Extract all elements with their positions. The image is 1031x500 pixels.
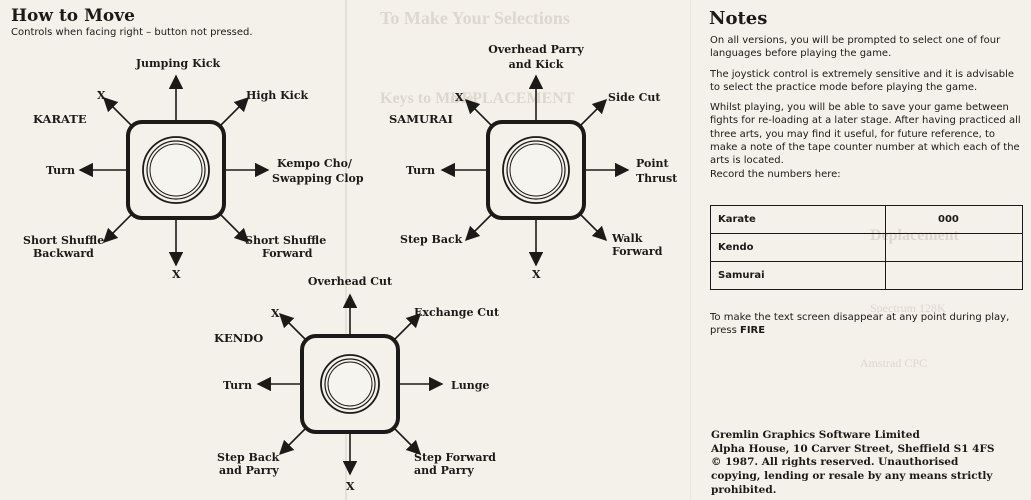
kendo-joystick-diagram: KENDO Overhead Cut X Exchange Cut Turn L… bbox=[214, 275, 500, 493]
table-row: Karate 000 bbox=[710, 205, 1023, 234]
counter-cell bbox=[885, 233, 1023, 262]
notes-paragraph: The joystick control is extremely sensit… bbox=[710, 68, 1015, 93]
credits-line: Alpha House, 10 Carver Street, Sheffield… bbox=[711, 442, 995, 455]
show-through-text: Keys to Move bbox=[380, 90, 474, 107]
samurai-right-move: Point bbox=[636, 157, 669, 170]
counter-cell: 000 bbox=[885, 205, 1023, 234]
tape-counter-table: Karate 000 Kendo Samurai bbox=[710, 205, 1023, 290]
kendo-downright-move: Step Forward bbox=[414, 451, 496, 464]
samurai-downleft-move: Step Back bbox=[400, 233, 463, 246]
art-name-cell: Samurai bbox=[710, 261, 886, 290]
karate-down-move: X bbox=[172, 268, 181, 281]
samurai-downright-move: Walk bbox=[611, 232, 643, 245]
karate-up-move: Jumping Kick bbox=[135, 57, 221, 70]
table-row: Samurai bbox=[710, 261, 1023, 290]
karate-upright-move: High Kick bbox=[246, 89, 309, 102]
karate-downleft-move: Short Shuffle bbox=[23, 234, 104, 247]
karate-joystick-diagram: KARATE Jumping Kick X High Kick Turn Kem… bbox=[23, 57, 364, 281]
fire-key: FIRE bbox=[740, 325, 766, 337]
samurai-downright-move: Forward bbox=[612, 245, 663, 258]
kendo-label: KENDO bbox=[214, 331, 263, 345]
samurai-left-move: Turn bbox=[406, 164, 435, 177]
kendo-downright-move: and Parry bbox=[414, 464, 474, 477]
publisher-credits: Gremlin Graphics Software Limited Alpha … bbox=[711, 429, 1026, 497]
karate-label: KARATE bbox=[33, 112, 87, 126]
credits-line: © 1987. All rights reserved. Unauthorise… bbox=[711, 456, 959, 469]
kendo-upright-move: Exchange Cut bbox=[414, 306, 500, 319]
art-name-cell: Kendo bbox=[710, 233, 886, 262]
karate-downleft-move: Backward bbox=[33, 247, 94, 260]
art-name-cell: Karate bbox=[710, 205, 886, 234]
karate-downright-move: Forward bbox=[262, 247, 313, 260]
karate-upleft-move: X bbox=[97, 89, 106, 102]
karate-right-move: Kempo Cho/ bbox=[277, 157, 353, 170]
page-subtitle: Controls when facing right – button not … bbox=[11, 27, 253, 38]
samurai-up-move: and Kick bbox=[509, 58, 564, 71]
karate-right-move: Swapping Clop bbox=[272, 172, 364, 185]
credits-line: Gremlin Graphics Software Limited bbox=[711, 429, 920, 441]
samurai-right-move: Thrust bbox=[636, 172, 678, 185]
notes-paragraph: On all versions, you will be prompted to… bbox=[710, 35, 1001, 60]
samurai-down-move: X bbox=[532, 268, 541, 281]
samurai-upleft-move: X bbox=[455, 91, 464, 104]
table-row: Kendo bbox=[710, 233, 1023, 262]
samurai-up-move: Overhead Parry bbox=[488, 43, 584, 56]
page-fold bbox=[690, 0, 691, 500]
show-through-text: Amstrad CPC bbox=[860, 356, 928, 370]
kendo-downleft-move: Step Back bbox=[217, 451, 280, 464]
kendo-up-move: Overhead Cut bbox=[308, 275, 393, 288]
samurai-joystick-diagram: SAMURAI Overhead Parry and Kick X Side C… bbox=[389, 43, 678, 281]
show-through-text: DEPLACEMENT bbox=[450, 90, 575, 107]
credits-line: copying, lending or resale by any means … bbox=[711, 469, 993, 482]
samurai-upright-move: Side Cut bbox=[608, 91, 661, 104]
kendo-right-move: Lunge bbox=[451, 379, 489, 392]
karate-left-move: Turn bbox=[46, 164, 75, 177]
samurai-label: SAMURAI bbox=[389, 112, 453, 126]
show-through-text: To Make Your Selections bbox=[380, 8, 570, 28]
notes-title: Notes bbox=[709, 8, 768, 29]
kendo-down-move: X bbox=[346, 480, 355, 493]
fire-instruction: To make the text screen disappear at any… bbox=[710, 312, 1010, 337]
credits-line: prohibited. bbox=[711, 483, 777, 496]
notes-body: On all versions, you will be prompted to… bbox=[710, 34, 1022, 181]
kendo-upleft-move: X bbox=[271, 307, 280, 320]
kendo-left-move: Turn bbox=[223, 379, 252, 392]
page-title: How to Move bbox=[11, 6, 135, 26]
kendo-downleft-move: and Parry bbox=[219, 464, 279, 477]
karate-downright-move: Short Shuffle bbox=[245, 234, 326, 247]
notes-paragraph: Whilst playing, you will be able to save… bbox=[710, 102, 1021, 180]
show-through-text: Spectrum 128K bbox=[870, 301, 946, 315]
page-fold bbox=[345, 0, 347, 500]
counter-cell bbox=[885, 261, 1023, 290]
